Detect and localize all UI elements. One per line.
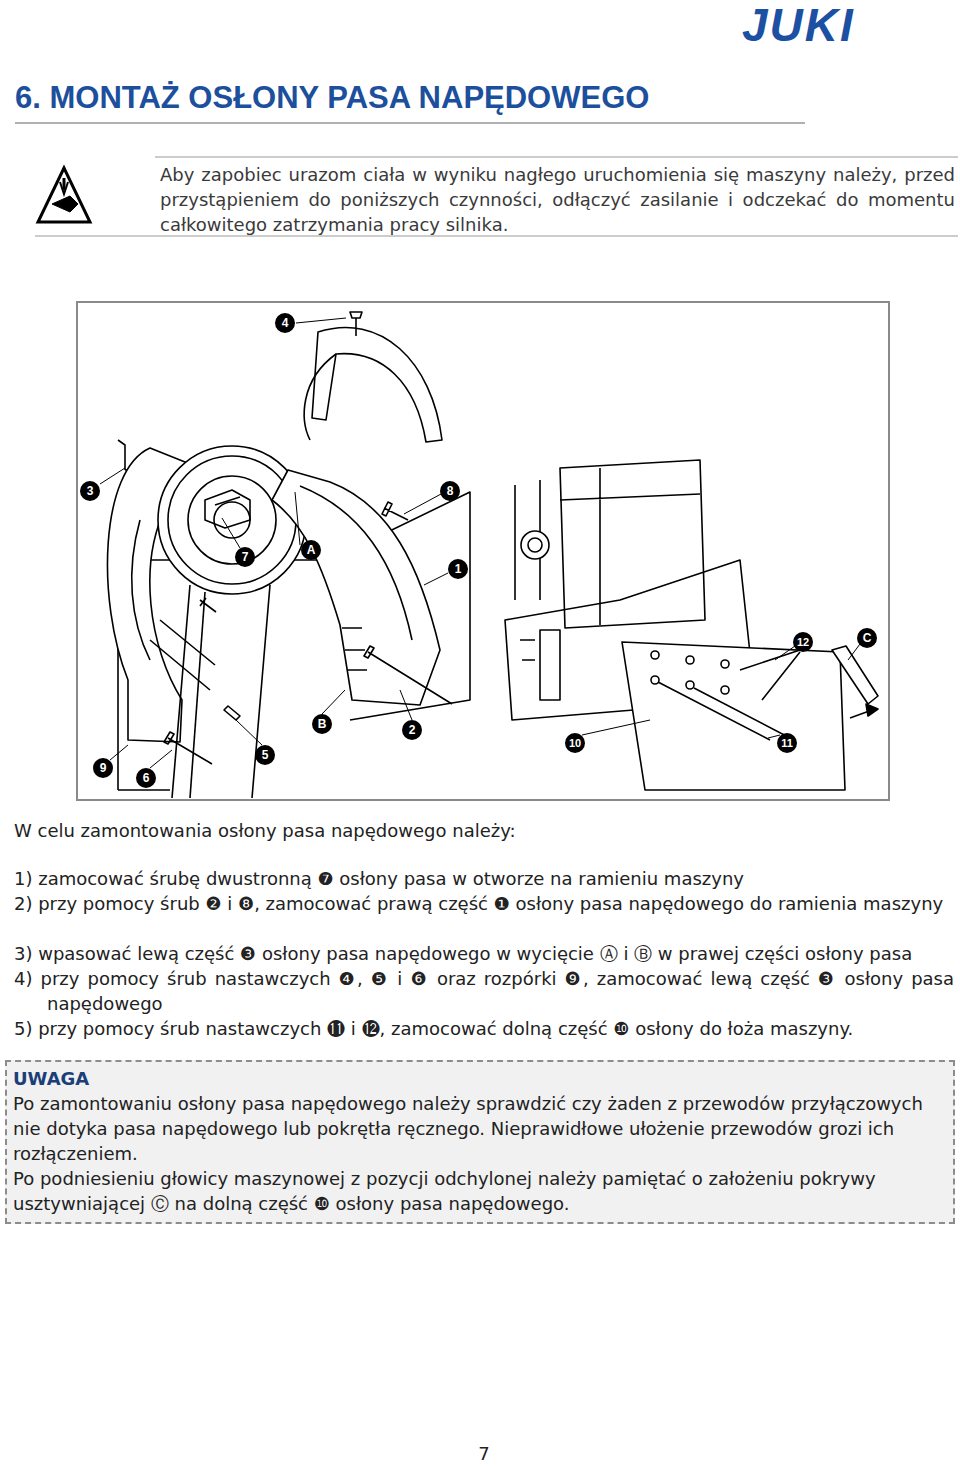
art-path: [52, 196, 78, 212]
art-line: [252, 585, 270, 798]
art-line: [110, 745, 128, 760]
art-circle: [168, 456, 296, 584]
art-polygon: [38, 168, 90, 222]
art-g: [582, 644, 860, 738]
art-path: [832, 646, 878, 704]
art-line: [775, 646, 795, 660]
art-line: [296, 318, 346, 323]
art-line: [404, 494, 441, 514]
art-circle: [686, 656, 694, 664]
note-text: Po zamontowaniu osłony pasa napędowego n…: [13, 1091, 947, 1166]
art-circle: [214, 502, 250, 538]
art-path: [740, 650, 800, 700]
art-path: [560, 460, 705, 628]
art-line: [15, 122, 805, 124]
art-path: [520, 640, 535, 660]
callout-number: 5: [255, 745, 275, 765]
art-circle: [721, 686, 729, 694]
step-text: 5) przy pomocy śrub nastawczych ⓫ i ⓬, z…: [14, 1016, 954, 1041]
art-path: [304, 354, 336, 440]
warning-text: Aby zapobiec urazom ciała w wyniku nagłe…: [160, 162, 955, 237]
art-line: [190, 592, 205, 798]
callout-number: 2: [402, 720, 422, 740]
callout-number: C: [857, 628, 877, 648]
art-line: [236, 720, 262, 745]
callout-number: A: [301, 540, 321, 560]
intro-text: W celu zamontowania osłony pasa napędowe…: [14, 818, 954, 843]
page-title: 6. MONTAŻ OSŁONY PASA NAPĘDOWEGO: [15, 80, 649, 116]
art-line: [35, 236, 958, 237]
callout-number: 10: [565, 733, 585, 753]
note-heading: UWAGA: [13, 1066, 947, 1091]
art-g: [100, 318, 448, 768]
art-path: [560, 468, 700, 625]
art-path: [866, 704, 878, 716]
art-g: [107, 312, 470, 798]
art-path: [382, 502, 408, 520]
callout-number: 12: [793, 632, 813, 652]
art-line: [322, 690, 345, 714]
step-text: 2) przy pomocy śrub ❷ i ❽, zamocować pra…: [14, 891, 954, 916]
note-text: Po podniesieniu głowicy maszynowej z poz…: [13, 1166, 947, 1216]
art-circle: [188, 476, 276, 564]
art-circle: [521, 531, 549, 559]
art-line: [155, 157, 958, 158]
art-rect: [77, 302, 889, 800]
page-number: 7: [474, 1443, 494, 1464]
callout-number: 11: [777, 733, 797, 753]
art-line: [150, 750, 172, 768]
art-path: [132, 520, 150, 660]
art-circle: [158, 446, 306, 594]
art-line: [582, 720, 650, 735]
step-text: 4) przy pomocy śrub nastawczych ❹, ❺ i ❻…: [14, 966, 954, 1016]
art-circle: [721, 660, 729, 668]
art-line: [222, 518, 240, 548]
art-path: [350, 312, 362, 336]
callout-number: 8: [440, 481, 460, 501]
callout-number: 1: [448, 559, 468, 579]
art-path: [164, 732, 212, 764]
step-text: 1) zamocować śrubę dwustronną ❼ osłony p…: [14, 866, 954, 891]
art-line: [172, 585, 190, 798]
art-path: [200, 598, 216, 612]
art-circle: [651, 651, 659, 659]
callout-number: 4: [275, 313, 295, 333]
art-path: [272, 470, 440, 705]
art-path: [540, 630, 560, 700]
callout-number: 6: [136, 768, 156, 788]
art-circle: [686, 681, 694, 689]
art-path: [364, 646, 452, 704]
art-circle: [528, 538, 542, 552]
art-g: [38, 168, 90, 222]
art-line: [848, 644, 860, 660]
art-line: [63, 178, 66, 190]
note-box: UWAGAPo zamontowaniu osłony pasa napędow…: [5, 1060, 955, 1224]
art-g: [505, 460, 878, 790]
callout-number: 9: [93, 758, 113, 778]
callout-number: 7: [235, 547, 255, 567]
callout-number: B: [312, 714, 332, 734]
brand-logo: JUKI: [742, 0, 952, 52]
art-path: [622, 642, 845, 790]
callout-number: 3: [80, 481, 100, 501]
art-path: [205, 490, 250, 528]
art-path: [300, 486, 412, 640]
art-path: [224, 706, 240, 720]
art-line: [400, 690, 412, 720]
art-line: [424, 573, 448, 585]
art-circle: [651, 676, 659, 684]
art-path: [312, 327, 442, 442]
art-line: [295, 492, 300, 545]
art-line: [100, 468, 125, 484]
art-path: [342, 628, 367, 670]
art-line: [215, 497, 240, 505]
step-text: 3) wpasować lewą część ❸ osłony pasa nap…: [14, 941, 954, 966]
